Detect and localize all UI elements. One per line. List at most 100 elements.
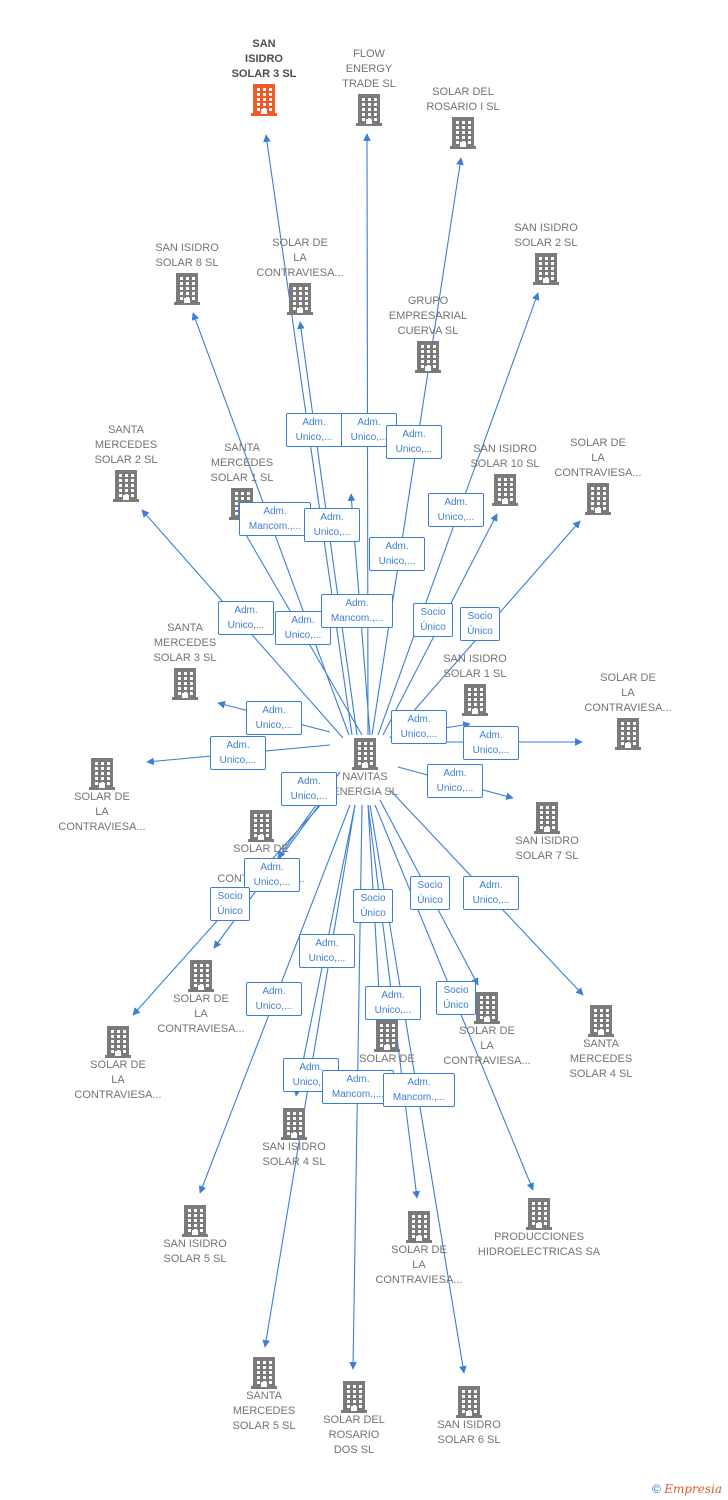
company-name: FLOW ENERGY TRADE SL xyxy=(342,48,396,90)
company-name: SOLAR DE LA CONTRAVIESA... xyxy=(58,791,146,833)
role-badge[interactable]: Adm. Mancom.,... xyxy=(239,502,311,536)
building-icon xyxy=(533,481,663,515)
role-badge[interactable]: Adm. Unico,... xyxy=(244,858,300,892)
role-badge[interactable]: Adm. Unico,... xyxy=(365,986,421,1020)
building-icon xyxy=(300,736,430,770)
company-name: SANTA MERCEDES SOLAR 4 SL xyxy=(569,1038,633,1080)
building-icon xyxy=(474,1196,604,1230)
company-node[interactable]: SAN ISIDRO SOLAR 2 SL xyxy=(481,221,611,285)
role-badge[interactable]: Socio Único xyxy=(460,607,500,641)
role-badge[interactable]: Adm. Unico,... xyxy=(281,772,337,806)
role-badge[interactable]: Adm. Unico,... xyxy=(428,493,484,527)
company-node[interactable]: SOLAR DEL ROSARIO I SL xyxy=(398,85,528,149)
company-name: SANTA MERCEDES SOLAR 2 SL xyxy=(94,424,158,466)
building-icon xyxy=(229,1106,359,1140)
company-name: PRODUCCIONES HIDROELECTRICAS SA xyxy=(477,1231,601,1258)
company-node[interactable]: SANTA MERCEDES SOLAR 2 SL xyxy=(61,423,191,502)
role-badge[interactable]: Adm. Unico,... xyxy=(218,601,274,635)
role-badge[interactable]: Adm. Mancom.,... xyxy=(322,1070,394,1104)
building-icon xyxy=(196,808,326,842)
company-name: SOLAR DEL ROSARIO I SL xyxy=(426,86,500,113)
company-node[interactable]: SAN ISIDRO SOLAR 10 SL xyxy=(440,442,570,506)
role-badge[interactable]: Adm. Unico,... xyxy=(304,508,360,542)
company-node[interactable]: SOLAR DE LA CONTRAVIESA... xyxy=(235,236,365,315)
company-name: SOLAR DE LA CONTRAVIESA... xyxy=(74,1059,162,1101)
company-node[interactable]: SOLAR DE LA CONTRAVIESA... xyxy=(37,756,167,835)
company-node[interactable]: SOLAR DE LA CONTRAVIESA... xyxy=(354,1209,484,1288)
company-node[interactable]: SOLAR DEL ROSARIO DOS SL xyxy=(289,1379,419,1458)
role-badge[interactable]: Socio Único xyxy=(410,876,450,910)
building-icon xyxy=(404,1384,534,1418)
building-icon xyxy=(410,682,540,716)
company-name: NAVITAS ENERGIA SL xyxy=(332,771,398,798)
company-name: SAN ISIDRO SOLAR 5 SL xyxy=(163,1238,227,1265)
company-name: SOLAR DE LA CONTRAVIESA... xyxy=(584,672,672,714)
building-icon xyxy=(53,1024,183,1058)
company-node[interactable]: SAN ISIDRO SOLAR 6 SL xyxy=(404,1384,534,1448)
company-node[interactable]: GRUPO EMPRESARIAL CUERVA SL xyxy=(363,294,493,373)
company-node[interactable]: SOLAR DE LA CONTRAVIESA... xyxy=(563,671,693,750)
company-node[interactable]: SANTA MERCEDES SOLAR 5 SL xyxy=(199,1355,329,1434)
role-badge[interactable]: Socio Único xyxy=(210,887,250,921)
company-name: SANTA MERCEDES SOLAR 1 SL xyxy=(210,442,274,484)
role-badge[interactable]: Adm. Unico,... xyxy=(286,413,342,447)
company-node[interactable]: SOLAR DE LA CONTRAVIESA... xyxy=(422,990,552,1069)
company-name: SOLAR DE LA CONTRAVIESA... xyxy=(157,993,245,1035)
building-icon xyxy=(482,800,612,834)
company-name: SAN ISIDRO SOLAR 2 SL xyxy=(514,222,578,249)
building-icon xyxy=(422,990,552,1024)
role-badge[interactable]: Adm. Unico,... xyxy=(463,726,519,760)
role-badge[interactable]: Socio Único xyxy=(436,981,476,1015)
empresia-logo[interactable]: Empresia xyxy=(664,1482,722,1496)
company-node[interactable]: SOLAR DE LA CONTRAVIESA... xyxy=(533,436,663,515)
building-icon xyxy=(536,1003,666,1037)
building-icon xyxy=(122,271,252,305)
role-badge[interactable]: Socio Único xyxy=(413,603,453,637)
role-badge[interactable]: Adm. Unico,... xyxy=(463,876,519,910)
building-icon xyxy=(37,756,167,790)
company-node[interactable]: SAN ISIDRO SOLAR 5 SL xyxy=(130,1203,260,1267)
building-icon xyxy=(120,666,250,700)
company-name: SAN ISIDRO SOLAR 7 SL xyxy=(515,835,579,862)
building-icon xyxy=(563,716,693,750)
role-badge[interactable]: Adm. Unico,... xyxy=(246,701,302,735)
company-name: SANTA MERCEDES SOLAR 5 SL xyxy=(232,1390,296,1432)
role-badge[interactable]: Adm. Unico,... xyxy=(427,764,483,798)
center-company-node[interactable]: NAVITAS ENERGIA SL xyxy=(300,736,430,800)
building-icon xyxy=(481,251,611,285)
company-name: SOLAR DE LA CONTRAVIESA... xyxy=(554,437,642,479)
role-badge[interactable]: Adm. Unico,... xyxy=(391,710,447,744)
copyright-symbol: © xyxy=(652,1482,661,1496)
company-node[interactable]: SAN ISIDRO SOLAR 3 SL xyxy=(199,37,329,116)
company-node[interactable]: SAN ISIDRO SOLAR 7 SL xyxy=(482,800,612,864)
building-icon xyxy=(322,1018,452,1052)
company-node[interactable]: SAN ISIDRO SOLAR 4 SL xyxy=(229,1106,359,1170)
company-name: SOLAR DE LA CONTRAVIESA... xyxy=(256,237,344,279)
building-icon xyxy=(136,958,266,992)
role-badge[interactable]: Adm. Mancom.,... xyxy=(321,594,393,628)
company-node[interactable]: SAN ISIDRO SOLAR 1 SL xyxy=(410,652,540,716)
company-node[interactable]: SANTA MERCEDES SOLAR 4 SL xyxy=(536,1003,666,1082)
company-node[interactable]: SOLAR DE LA CONTRAVIESA... xyxy=(53,1024,183,1103)
role-badge[interactable]: Adm. Unico,... xyxy=(210,736,266,770)
company-name: SAN ISIDRO SOLAR 1 SL xyxy=(443,653,507,680)
role-badge[interactable]: Adm. Unico,... xyxy=(299,934,355,968)
company-name: SAN ISIDRO SOLAR 8 SL xyxy=(155,242,219,269)
building-icon xyxy=(398,115,528,149)
building-icon xyxy=(235,281,365,315)
company-name: SAN ISIDRO SOLAR 4 SL xyxy=(262,1141,326,1168)
company-node[interactable]: SANTA MERCEDES SOLAR 3 SL xyxy=(120,621,250,700)
building-icon xyxy=(199,1355,329,1389)
company-node[interactable]: FLOW ENERGY TRADE SL xyxy=(304,47,434,126)
role-badge[interactable]: Adm. Unico,... xyxy=(369,537,425,571)
role-badge[interactable]: Socio Único xyxy=(353,889,393,923)
company-name: GRUPO EMPRESARIAL CUERVA SL xyxy=(388,295,468,337)
role-badge[interactable]: Adm. Unico,... xyxy=(246,982,302,1016)
company-node[interactable]: PRODUCCIONES HIDROELECTRICAS SA xyxy=(474,1196,604,1260)
building-icon xyxy=(363,339,493,373)
company-node[interactable]: SOLAR DE LA CONTRAVIESA... xyxy=(136,958,266,1037)
role-badge[interactable]: Adm. Mancom.,... xyxy=(383,1073,455,1107)
company-name: SAN ISIDRO SOLAR 10 SL xyxy=(470,443,540,470)
company-node[interactable]: SAN ISIDRO SOLAR 8 SL xyxy=(122,241,252,305)
role-badge[interactable]: Adm. Unico,... xyxy=(386,425,442,459)
